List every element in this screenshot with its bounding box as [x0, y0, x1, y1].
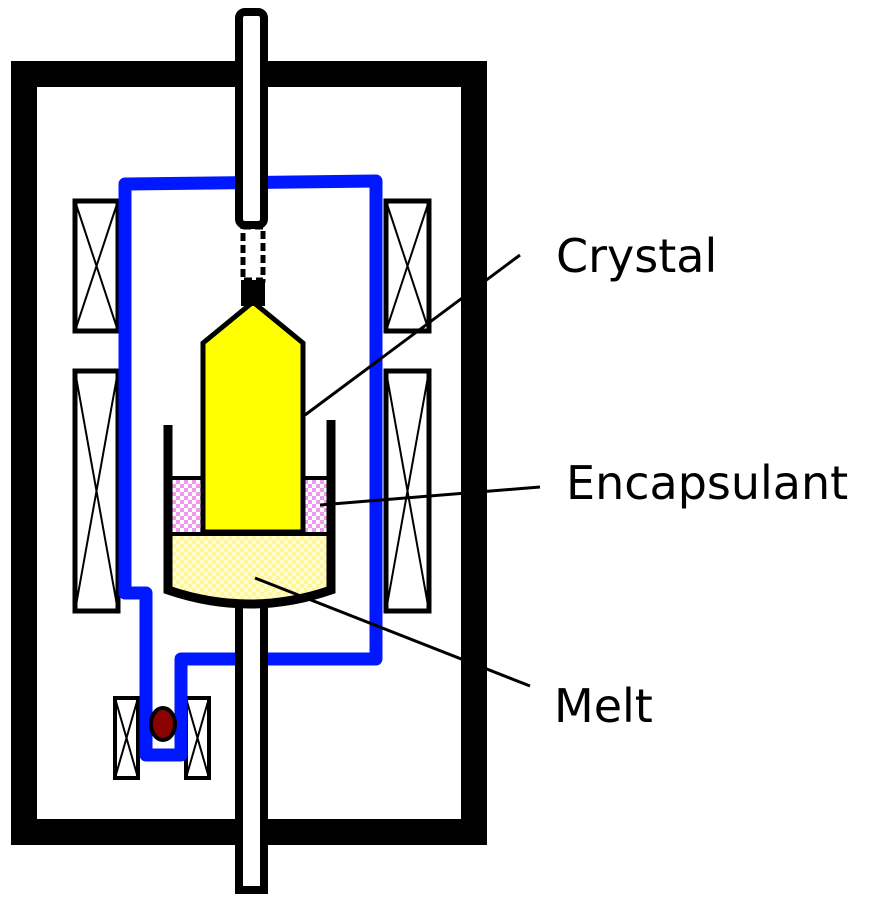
melt-leader-line: [254, 576, 531, 688]
dopant-ball: [149, 706, 177, 742]
encapsulant-label: Encapsulant: [566, 456, 848, 510]
melt-label: Melt: [554, 679, 653, 733]
seed-neck: [241, 280, 265, 306]
heater-coil-lower-right: [383, 368, 432, 614]
seed-chuck: [240, 224, 266, 283]
crucible: [163, 420, 336, 609]
small-coil-left: [113, 696, 140, 780]
lower-shaft: [235, 600, 268, 894]
heater-coil-upper-left: [72, 198, 121, 334]
encapsulant-left: [168, 478, 202, 534]
heater-coil-upper-right: [383, 198, 432, 334]
crystal-leader-line: [304, 253, 521, 417]
heater-loop: [118, 174, 383, 762]
crystal: [200, 298, 306, 535]
pull-rod: [235, 8, 268, 229]
encapsulant-leader-line: [319, 485, 541, 507]
crystal-label: Crystal: [556, 229, 717, 283]
heater-coil-lower-left: [72, 368, 121, 614]
small-coil-right: [184, 696, 211, 780]
melt: [168, 534, 331, 604]
